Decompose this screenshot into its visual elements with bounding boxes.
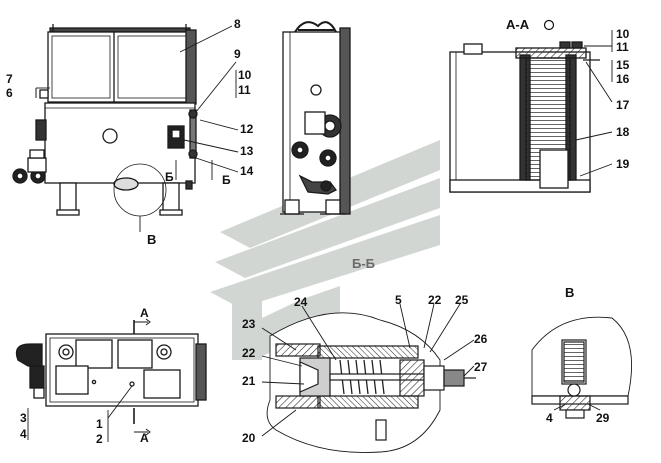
callout-17: 17 xyxy=(616,98,630,112)
callout-8: 8 xyxy=(234,17,241,31)
callout-9: 9 xyxy=(234,47,241,61)
callout-27: 27 xyxy=(474,360,488,374)
callout-10: 10 xyxy=(238,68,252,82)
section-a-marker-bottom: А xyxy=(140,431,149,445)
section-b-marker-right: Б xyxy=(222,173,231,187)
callout-12: 12 xyxy=(240,122,254,136)
section-aa-title: А-А xyxy=(506,17,530,32)
leader-lines xyxy=(27,25,613,442)
callout-21: 21 xyxy=(242,374,256,388)
section-aa-circle-icon xyxy=(543,19,555,31)
callout-25: 25 xyxy=(455,293,469,307)
callout-2: 2 xyxy=(96,432,103,446)
callout-11-aa: 11 xyxy=(616,40,629,54)
callout-5: 5 xyxy=(395,293,402,307)
callout-13: 13 xyxy=(240,144,254,158)
front-view xyxy=(12,24,198,217)
callout-7: 7 xyxy=(6,72,13,86)
view-v-marker: В xyxy=(147,232,157,247)
section-aa xyxy=(449,41,600,193)
callout-11: 11 xyxy=(238,83,251,97)
callout-24: 24 xyxy=(294,295,308,309)
callout-22-right: 22 xyxy=(428,293,442,307)
callout-19: 19 xyxy=(616,157,630,171)
callout-6: 6 xyxy=(6,86,13,100)
callout-22-left: 22 xyxy=(242,346,256,360)
callout-15: 15 xyxy=(616,58,630,72)
callout-29: 29 xyxy=(596,411,610,425)
side-view xyxy=(280,21,351,215)
view-v xyxy=(531,316,633,419)
callout-16: 16 xyxy=(616,72,630,86)
callout-3: 3 xyxy=(20,411,27,425)
callout-18: 18 xyxy=(616,125,630,139)
section-a-marker-top: А xyxy=(140,306,149,320)
callout-26: 26 xyxy=(474,332,488,346)
callout-20: 20 xyxy=(242,431,256,445)
section-bb-title: Б-Б xyxy=(352,256,376,271)
callout-4-v: 4 xyxy=(546,411,553,425)
top-view xyxy=(15,318,207,436)
callout-14: 14 xyxy=(240,164,254,178)
callout-4: 4 xyxy=(20,427,27,441)
callout-10-aa: 10 xyxy=(616,27,630,41)
callout-23: 23 xyxy=(242,317,256,331)
callout-1: 1 xyxy=(96,417,103,431)
section-b-marker-left: Б xyxy=(165,170,174,184)
section-bb xyxy=(266,312,476,453)
view-v-title: В xyxy=(565,285,575,300)
